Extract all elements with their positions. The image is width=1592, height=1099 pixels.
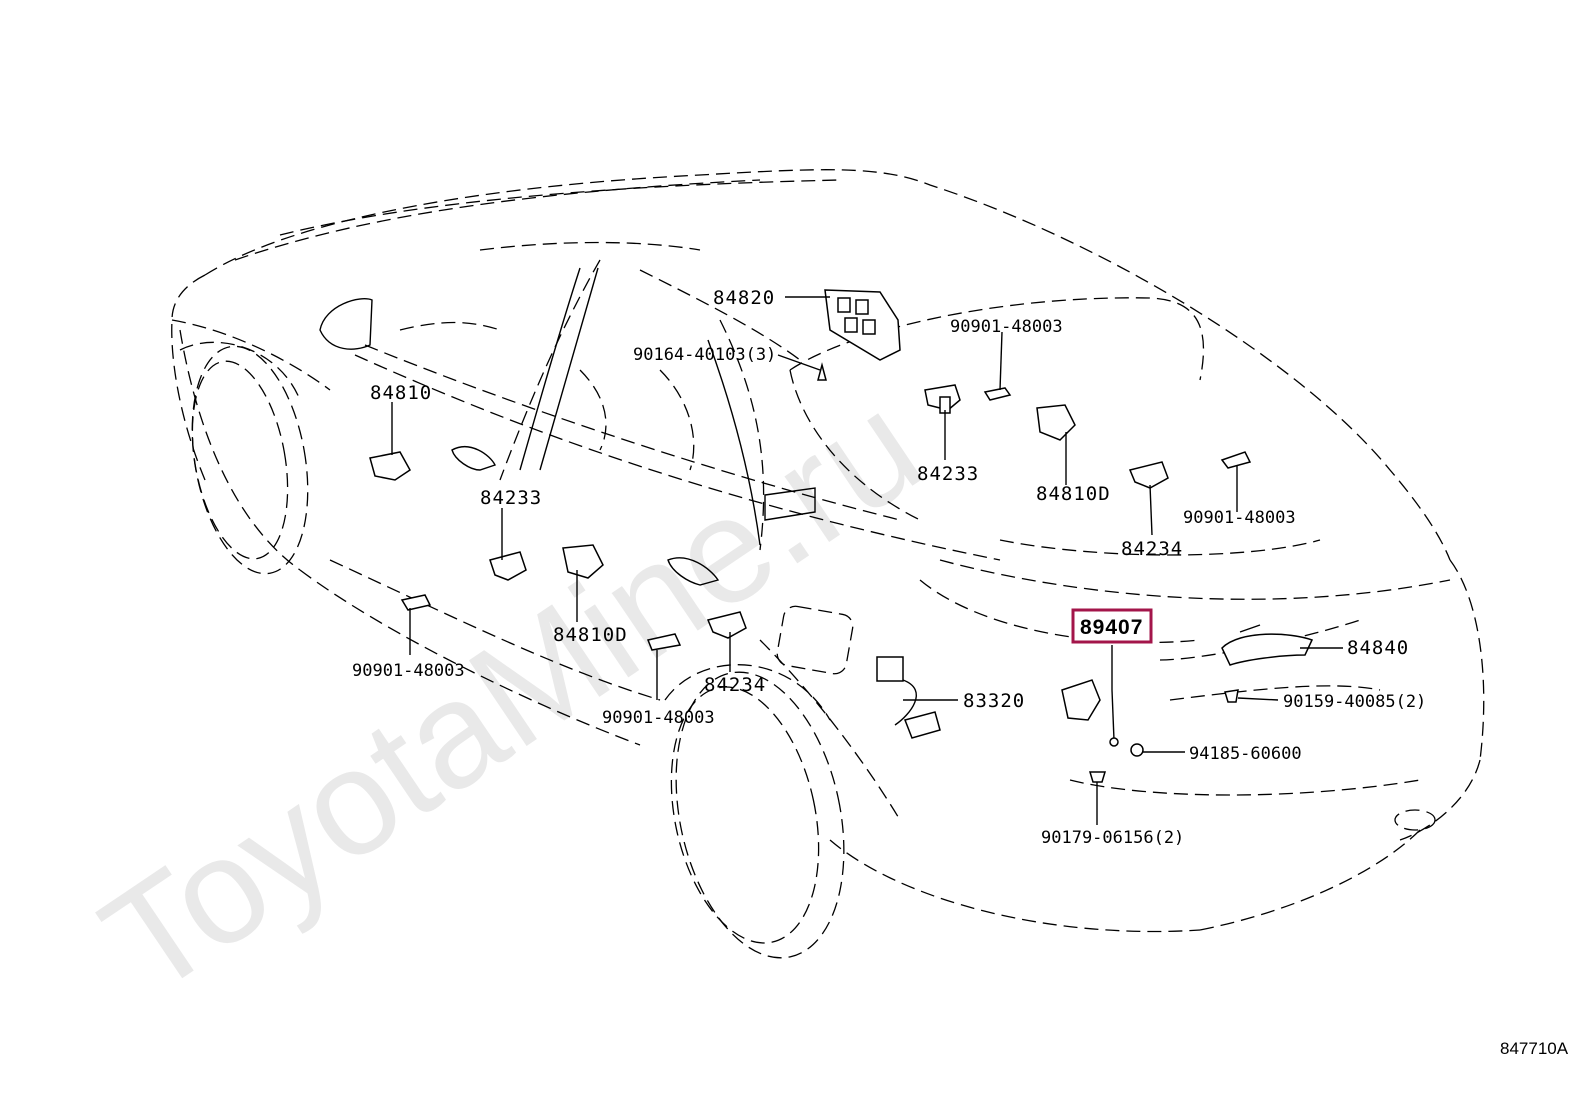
switch-84810d-rear	[1036, 404, 1076, 441]
screw-90159	[1224, 689, 1239, 703]
watermark: ToyotaMine.ru	[74, 360, 949, 1026]
switch-84234-front	[706, 611, 747, 639]
bolt-90901-left	[400, 594, 432, 611]
callout-83320: 83320	[963, 690, 1025, 712]
callout-84820: 84820	[713, 287, 775, 309]
callout-84810d-rear: 84810D	[1036, 483, 1111, 505]
car-outline	[171, 169, 1485, 959]
callout-90179-06156: 90179-06156(2)	[1041, 828, 1184, 848]
screw-90164	[817, 362, 827, 381]
callout-94185-60600: 94185-60600	[1189, 744, 1302, 764]
callout-89407-highlight	[1071, 608, 1153, 644]
callout-90164-40103: 90164-40103(3)	[633, 345, 776, 365]
courtesy-switch-top	[924, 384, 961, 414]
bolt-90901-top	[983, 387, 1012, 401]
callouts: 84820 90164-40103(3) 90901-48003 84810 8…	[352, 287, 1426, 848]
bolt-90901-bottom	[646, 633, 682, 651]
callout-84234-rear: 84234	[1121, 538, 1183, 560]
callout-84840: 84840	[1347, 637, 1409, 659]
callout-84233-rear: 84233	[917, 463, 979, 485]
car-details	[319, 267, 816, 586]
callout-84810d-front: 84810D	[553, 624, 628, 646]
clip-90179	[1088, 771, 1107, 783]
switch-84810-front	[369, 451, 411, 481]
callout-84233-front: 84233	[480, 487, 542, 509]
callout-84810: 84810	[370, 382, 432, 404]
switch-84234-rear	[1128, 461, 1169, 489]
switch-84233-front	[489, 551, 527, 581]
master-switch-part	[824, 289, 901, 361]
leader-lines	[391, 296, 1343, 825]
callout-90159-40085: 90159-40085(2)	[1283, 692, 1426, 712]
bolt-90901-right	[1220, 451, 1252, 469]
callout-89407: 89407	[1080, 616, 1143, 639]
callout-90901-right: 90901-48003	[1183, 508, 1296, 528]
nut-94185	[1130, 743, 1144, 757]
switch-84840	[1221, 624, 1314, 666]
switch-84810d-front	[562, 544, 604, 579]
parts	[369, 289, 1314, 783]
sensor-89407	[1061, 679, 1119, 747]
callout-90901-left: 90901-48003	[352, 661, 465, 681]
callout-84234-front: 84234	[704, 674, 766, 696]
callout-90901-bottom: 90901-48003	[602, 708, 715, 728]
diagram-code: 847710A	[1500, 1039, 1569, 1058]
sensor-83320	[876, 656, 941, 739]
callout-90901-top: 90901-48003	[950, 317, 1063, 337]
